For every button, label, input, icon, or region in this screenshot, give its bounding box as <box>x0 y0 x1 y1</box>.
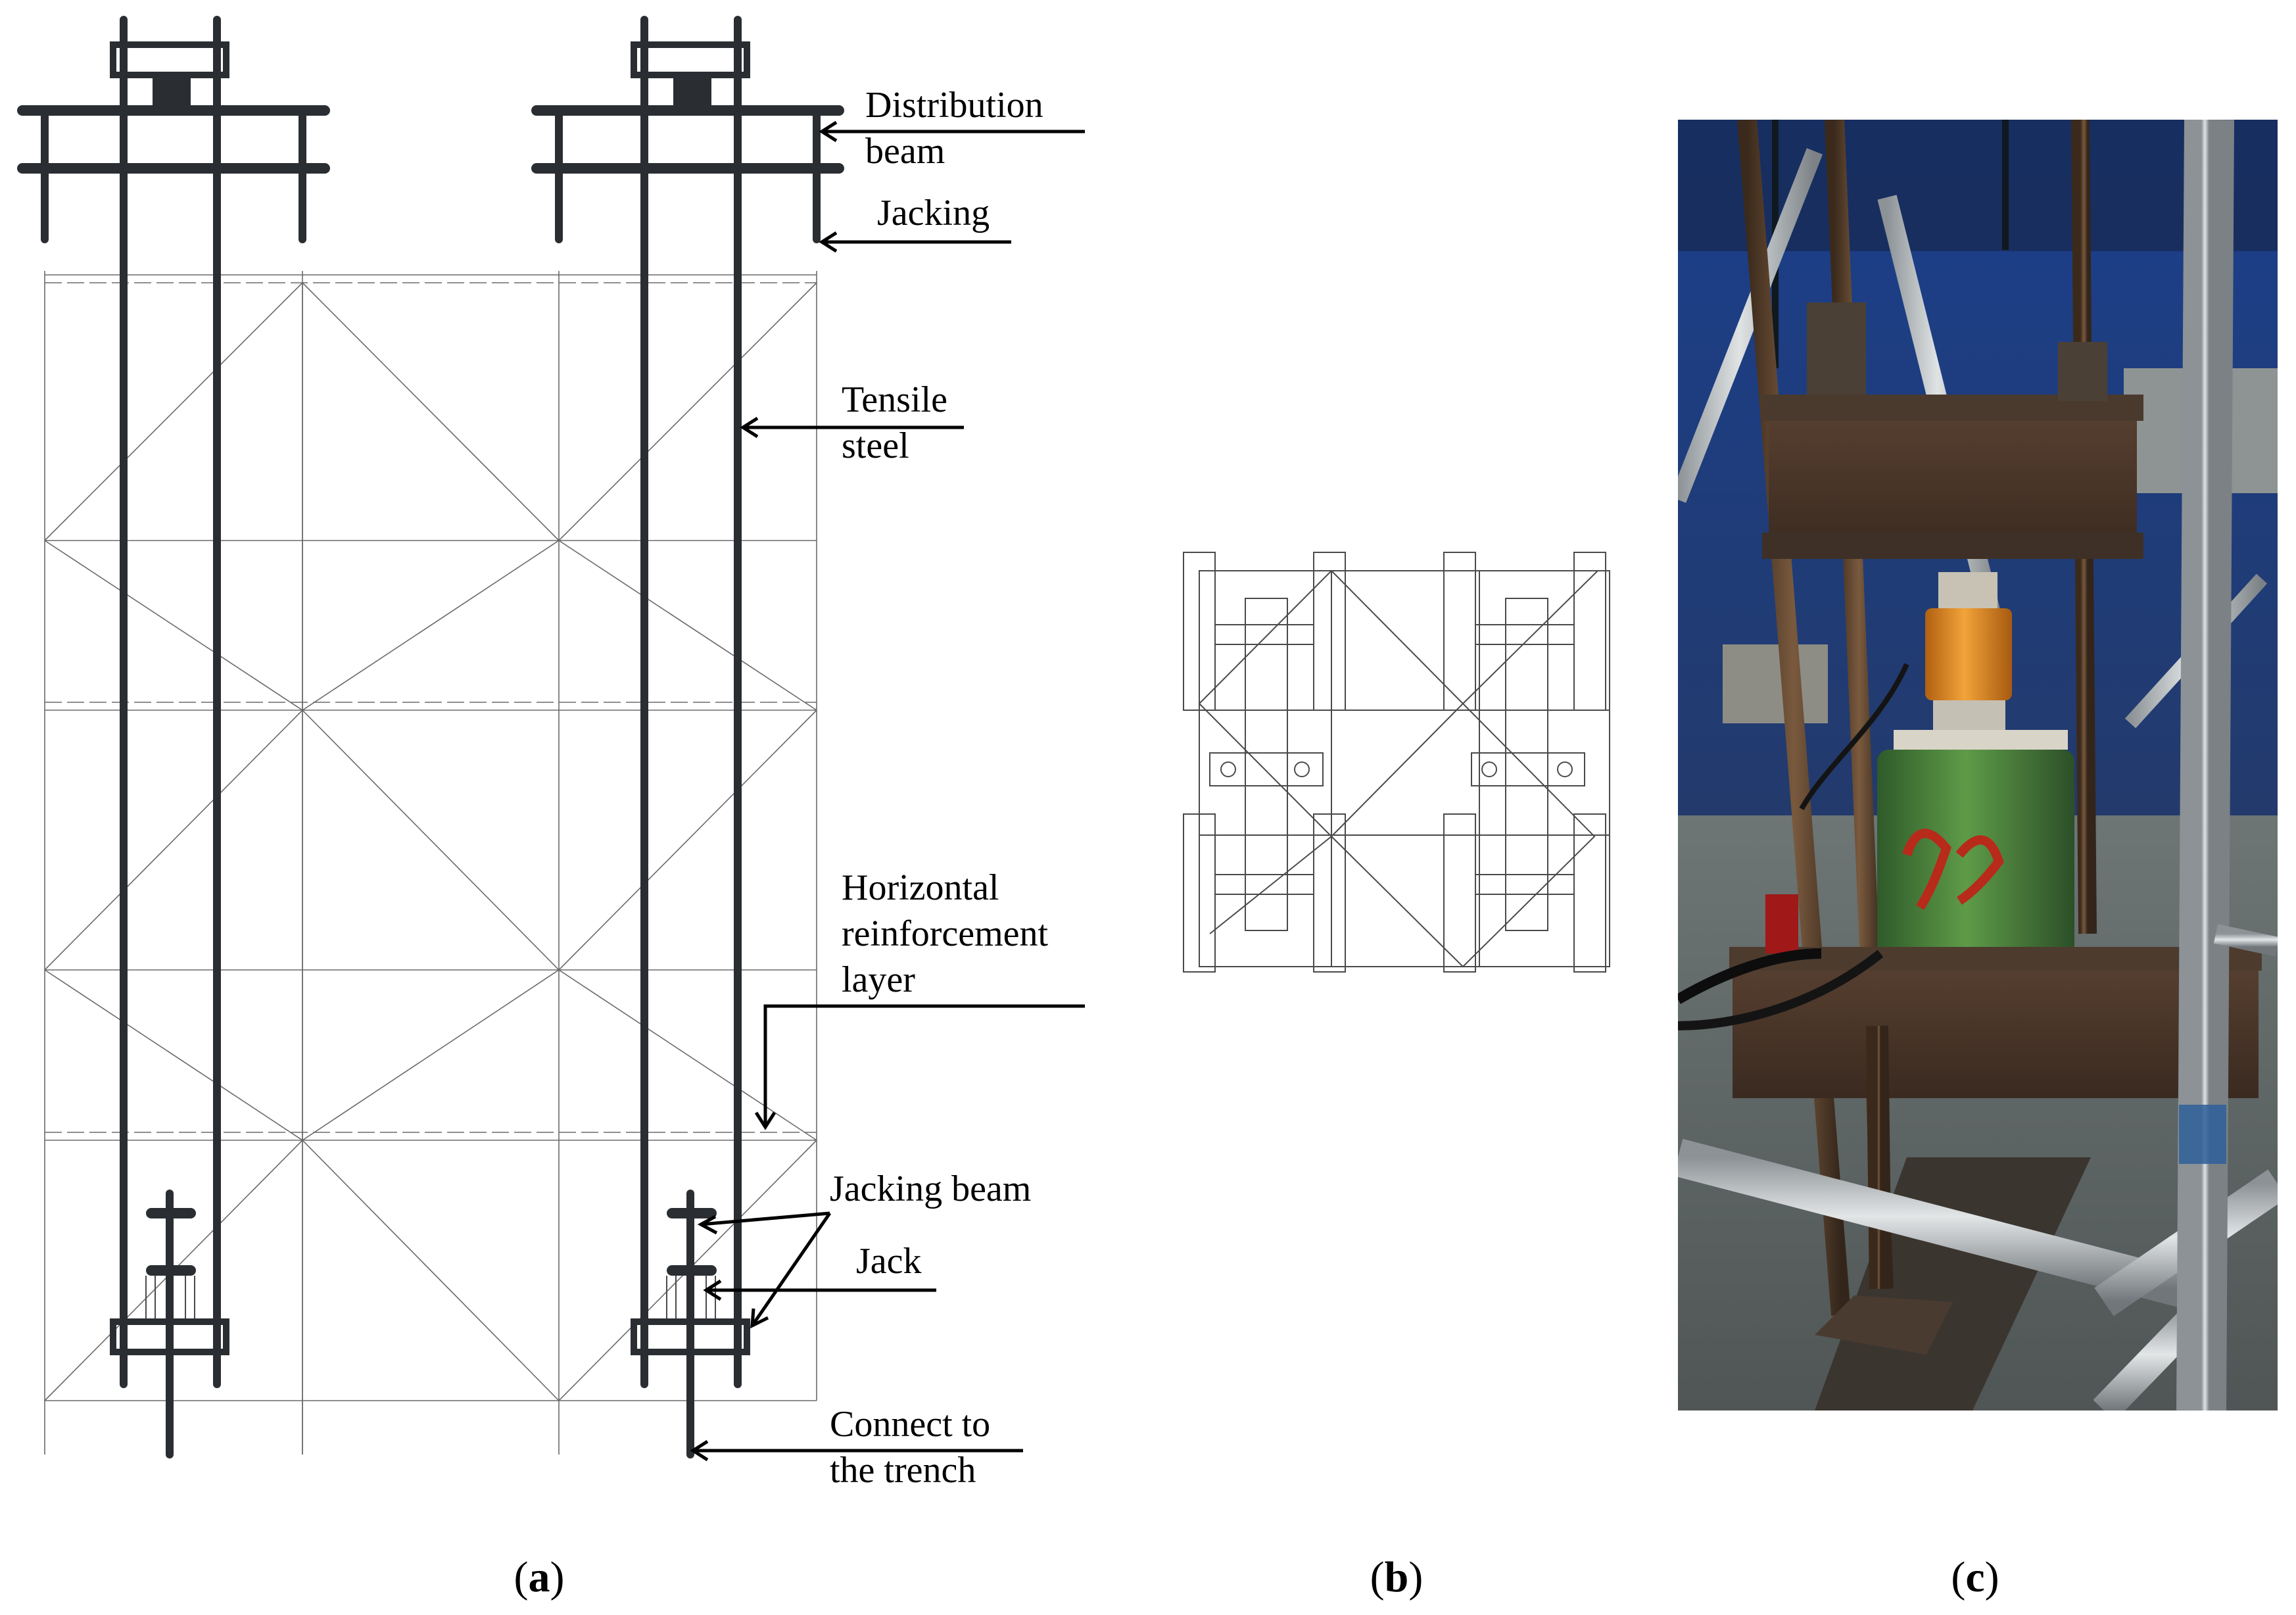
plan-post <box>1313 813 1346 973</box>
label-tensile-steel-line2: steel <box>842 425 909 466</box>
photo-cable <box>1799 663 1909 810</box>
arrowhead <box>819 231 838 253</box>
photo-scaffold-pipe <box>1678 148 1823 503</box>
arrowhead <box>690 1439 709 1462</box>
arrowhead <box>740 416 759 439</box>
caption-c: (c) <box>1951 1553 1999 1601</box>
photo-scaffold-pipe <box>2213 924 2278 957</box>
photo-anchor-rod <box>1866 1025 1892 1290</box>
photo-load-cell-top <box>1938 572 1997 612</box>
photo-nut <box>2058 342 2107 401</box>
arrowhead <box>750 1308 769 1329</box>
plan-post <box>1183 552 1216 711</box>
photo-load-cell-base <box>1933 700 2005 733</box>
label-jack: Jack <box>856 1241 922 1282</box>
panel-a-grid <box>44 271 817 1455</box>
bottom-clamp-plate <box>110 1318 229 1355</box>
plan-bolt-hole <box>1557 761 1573 777</box>
plan-post <box>1443 813 1476 973</box>
plan-diagonal <box>1331 703 1596 968</box>
label-jacking-beam: Jacking beam <box>830 1169 1031 1209</box>
photo-base-plate <box>1815 1295 1953 1355</box>
panel-a-leaders <box>690 120 1085 1462</box>
plan-post <box>1573 552 1606 711</box>
plan-post <box>1573 813 1606 973</box>
photo-pipe-band <box>2179 1105 2226 1164</box>
photo-hose <box>1678 950 1884 1030</box>
label-horizontal-reinforcement-line3: layer <box>842 959 915 1000</box>
arrowhead <box>703 1279 722 1301</box>
diagonal-brace <box>44 540 817 711</box>
photo-jack-marking <box>1902 829 2004 910</box>
caption-a: (a) <box>514 1553 565 1601</box>
top-clamp-plate <box>110 41 229 78</box>
plan-bolt-hole <box>1294 761 1310 777</box>
label-horizontal-reinforcement-line1: Horizontal <box>842 867 999 908</box>
panel-a-diagram: Distribution beam Jacking Tensile steel … <box>17 16 1085 1601</box>
photo-top-beam <box>1769 395 2137 559</box>
label-jacking: Jacking <box>877 193 990 233</box>
plan-beam <box>1505 598 1548 931</box>
plan-diagonal <box>1209 836 1332 934</box>
photo-load-cell <box>1925 608 2012 700</box>
photo-hose <box>1678 948 1822 1004</box>
left-loading-assembly <box>17 16 330 1458</box>
photo-jack-cap <box>1894 730 2068 750</box>
panel-a-diagonals <box>44 281 817 1455</box>
panel-b-plan-view: (b) <box>1183 552 1610 1601</box>
diagonal-brace <box>44 969 817 1141</box>
jacking-beam-leader <box>700 1211 830 1226</box>
arrowhead <box>754 1111 777 1130</box>
plan-post <box>1443 552 1476 711</box>
label-connect-line2: the trench <box>830 1450 976 1491</box>
plan-beam <box>1245 598 1288 931</box>
photo-scaffold-pipe <box>1678 1138 2188 1308</box>
panel-c-photo <box>1678 120 2278 1410</box>
photo-concrete-block <box>1723 644 1828 723</box>
diagonal-brace <box>44 709 817 971</box>
label-horizontal-reinforcement-line2: reinforcement <box>842 913 1048 954</box>
photo-bottom-beam <box>1733 947 2259 1098</box>
label-distribution-beam-line1: Distribution <box>865 85 1043 126</box>
photo-vertical-scaffold-pipe <box>2176 120 2234 1410</box>
photo-red-valve <box>1765 894 1798 953</box>
caption-b: (b) <box>1370 1553 1423 1601</box>
photo-hydraulic-jack <box>1877 750 2074 1009</box>
top-clamp-plate <box>631 41 750 78</box>
jacking-beam-leader-2 <box>750 1212 832 1327</box>
plan-outline <box>1199 570 1610 967</box>
photo-nut <box>1807 302 1866 395</box>
plan-bolt-hole <box>1220 761 1236 777</box>
label-distribution-beam-line2: beam <box>865 131 945 172</box>
photo-top-beam-flange <box>1762 533 2143 559</box>
panel-a-labels: Distribution beam Jacking Tensile steel … <box>830 85 1048 1491</box>
plan-post <box>1313 552 1346 711</box>
label-connect-line1: Connect to <box>830 1404 990 1445</box>
horizontal-reinforcement-leader <box>763 1004 1085 1127</box>
plan-post <box>1183 813 1216 973</box>
top-bearing-block <box>673 74 711 110</box>
arrowhead <box>819 120 838 143</box>
label-tensile-steel-line1: Tensile <box>842 379 947 420</box>
bottom-clamp-plate <box>631 1318 750 1355</box>
plan-anchor-plate <box>1471 752 1585 786</box>
photo-threaded-rod <box>1737 120 1851 1316</box>
diagonal-brace <box>44 281 817 542</box>
top-bearing-block <box>153 74 191 110</box>
plan-diagonal <box>1462 570 1598 704</box>
plan-anchor-plate <box>1209 752 1324 786</box>
plan-bolt-hole <box>1481 761 1497 777</box>
right-loading-assembly <box>531 16 844 1458</box>
arrowhead <box>697 1215 718 1235</box>
